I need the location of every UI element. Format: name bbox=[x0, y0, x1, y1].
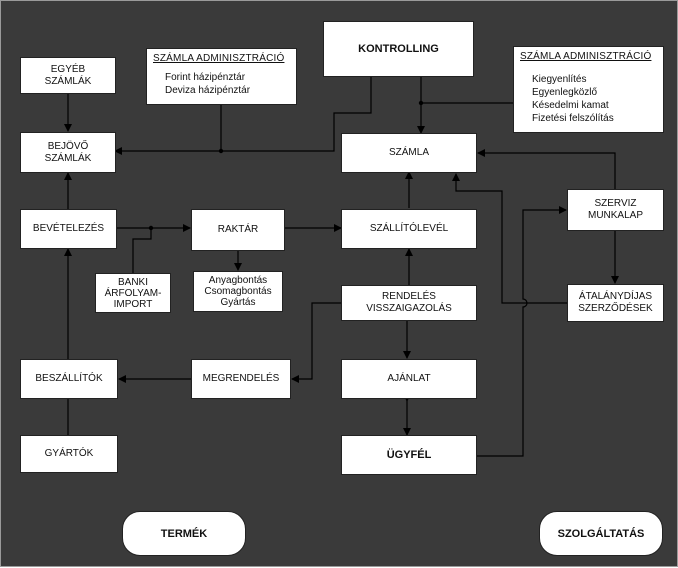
termek-box: TERMÉK bbox=[122, 511, 246, 556]
szolgaltatas-label: SZOLGÁLTATÁS bbox=[557, 527, 645, 540]
gyartok-box: GYÁRTÓK bbox=[20, 435, 118, 473]
szerviz-munkalap-box: SZERVIZ MUNKALAP bbox=[567, 189, 664, 231]
connector-rendeles-megrendeles bbox=[291, 302, 341, 383]
ugyfel-box: ÜGYFÉL bbox=[341, 435, 477, 475]
szerviz-munkalap-label: SZERVIZ MUNKALAP bbox=[587, 198, 643, 221]
ajanlat-label: AJÁNLAT bbox=[387, 373, 431, 384]
connector-kontrolling-bus bbox=[221, 77, 372, 152]
gyartok-label: GYÁRTÓK bbox=[44, 448, 94, 459]
banki-arfolyam-import-label: BANKI ÁRFOLYAM- IMPORT bbox=[104, 276, 162, 310]
anyagbontas-label: Anyagbontás Csomagbontás Gyártás bbox=[204, 275, 272, 308]
szamla-admin-box-2: SZÁMLA ADMINISZTRÁCIÓ Kiegyenlítés Egyen… bbox=[513, 46, 664, 133]
bevetelezes-box: BEVÉTELEZÉS bbox=[20, 209, 117, 249]
rendeles-visszaigazolas-label: RENDELÉS VISSZAIGAZOLÁS bbox=[366, 291, 452, 314]
beszallitok-box: BESZÁLLÍTÓK bbox=[20, 359, 118, 399]
szamla-box: SZÁMLA bbox=[341, 133, 477, 173]
bejovo-szamlak-box: BEJÖVŐ SZÁMLÁK bbox=[20, 132, 116, 173]
anyagbontas-box: Anyagbontás Csomagbontás Gyártás bbox=[193, 271, 283, 312]
szamla-admin-title-2: SZÁMLA ADMINISZTRÁCIÓ bbox=[520, 51, 652, 62]
megrendeles-box: MEGRENDELÉS bbox=[191, 359, 291, 399]
szamla-label: SZÁMLA bbox=[388, 147, 429, 158]
szamla-admin-items-2: Kiegyenlítés Egyenlegközlő Késedelmi kam… bbox=[532, 74, 614, 124]
atalanydijas-szerzodesek-box: ÁTALÁNYDÍJAS SZERZŐDÉSEK bbox=[567, 284, 664, 322]
szamla-admin-box-1: SZÁMLA ADMINISZTRÁCIÓ Forint házipénztár… bbox=[146, 48, 297, 105]
szamla-admin-title-1: SZÁMLA ADMINISZTRÁCIÓ bbox=[153, 53, 285, 64]
connector-szerviz-szamla bbox=[477, 149, 616, 189]
szolgaltatas-box: SZOLGÁLTATÁS bbox=[539, 511, 663, 556]
connector-admin1-bejovo bbox=[114, 105, 222, 155]
connector-atalany-szamla bbox=[452, 173, 567, 304]
ugyfel-label: ÜGYFÉL bbox=[386, 449, 432, 461]
bevetelezes-label: BEVÉTELEZÉS bbox=[32, 223, 105, 234]
atalanydijas-szerzodesek-label: ÁTALÁNYDÍJAS SZERZŐDÉSEK bbox=[578, 291, 653, 314]
connector-banki-branch bbox=[132, 228, 152, 273]
bejovo-szamlak-label: BEJÖVŐ SZÁMLÁK bbox=[44, 140, 92, 164]
termek-label: TERMÉK bbox=[160, 527, 208, 540]
szallitolevel-label: SZÁLLÍTÓLEVÉL bbox=[369, 223, 449, 234]
kontrolling-box: KONTROLLING bbox=[323, 21, 474, 77]
beszallitok-label: BESZÁLLÍTÓK bbox=[35, 373, 103, 384]
szallitolevel-box: SZÁLLÍTÓLEVÉL bbox=[341, 209, 477, 249]
kontrolling-label: KONTROLLING bbox=[358, 43, 439, 55]
rendeles-visszaigazolas-box: RENDELÉS VISSZAIGAZOLÁS bbox=[341, 285, 477, 321]
egyeb-szamlak-box: EGYÉB SZÁMLÁK bbox=[20, 57, 116, 94]
raktar-label: RAKTÁR bbox=[217, 224, 259, 235]
megrendeles-label: MEGRENDELÉS bbox=[202, 373, 280, 384]
raktar-box: RAKTÁR bbox=[191, 209, 285, 251]
banki-arfolyam-import-box: BANKI ÁRFOLYAM- IMPORT bbox=[95, 273, 171, 313]
ajanlat-box: AJÁNLAT bbox=[341, 359, 477, 399]
szamla-admin-items-1: Forint házipénztár Deviza házipénztár bbox=[165, 72, 251, 96]
connector-ugyfel-szerviz bbox=[476, 206, 567, 457]
egyeb-szamlak-label: EGYÉB SZÁMLÁK bbox=[44, 63, 92, 87]
